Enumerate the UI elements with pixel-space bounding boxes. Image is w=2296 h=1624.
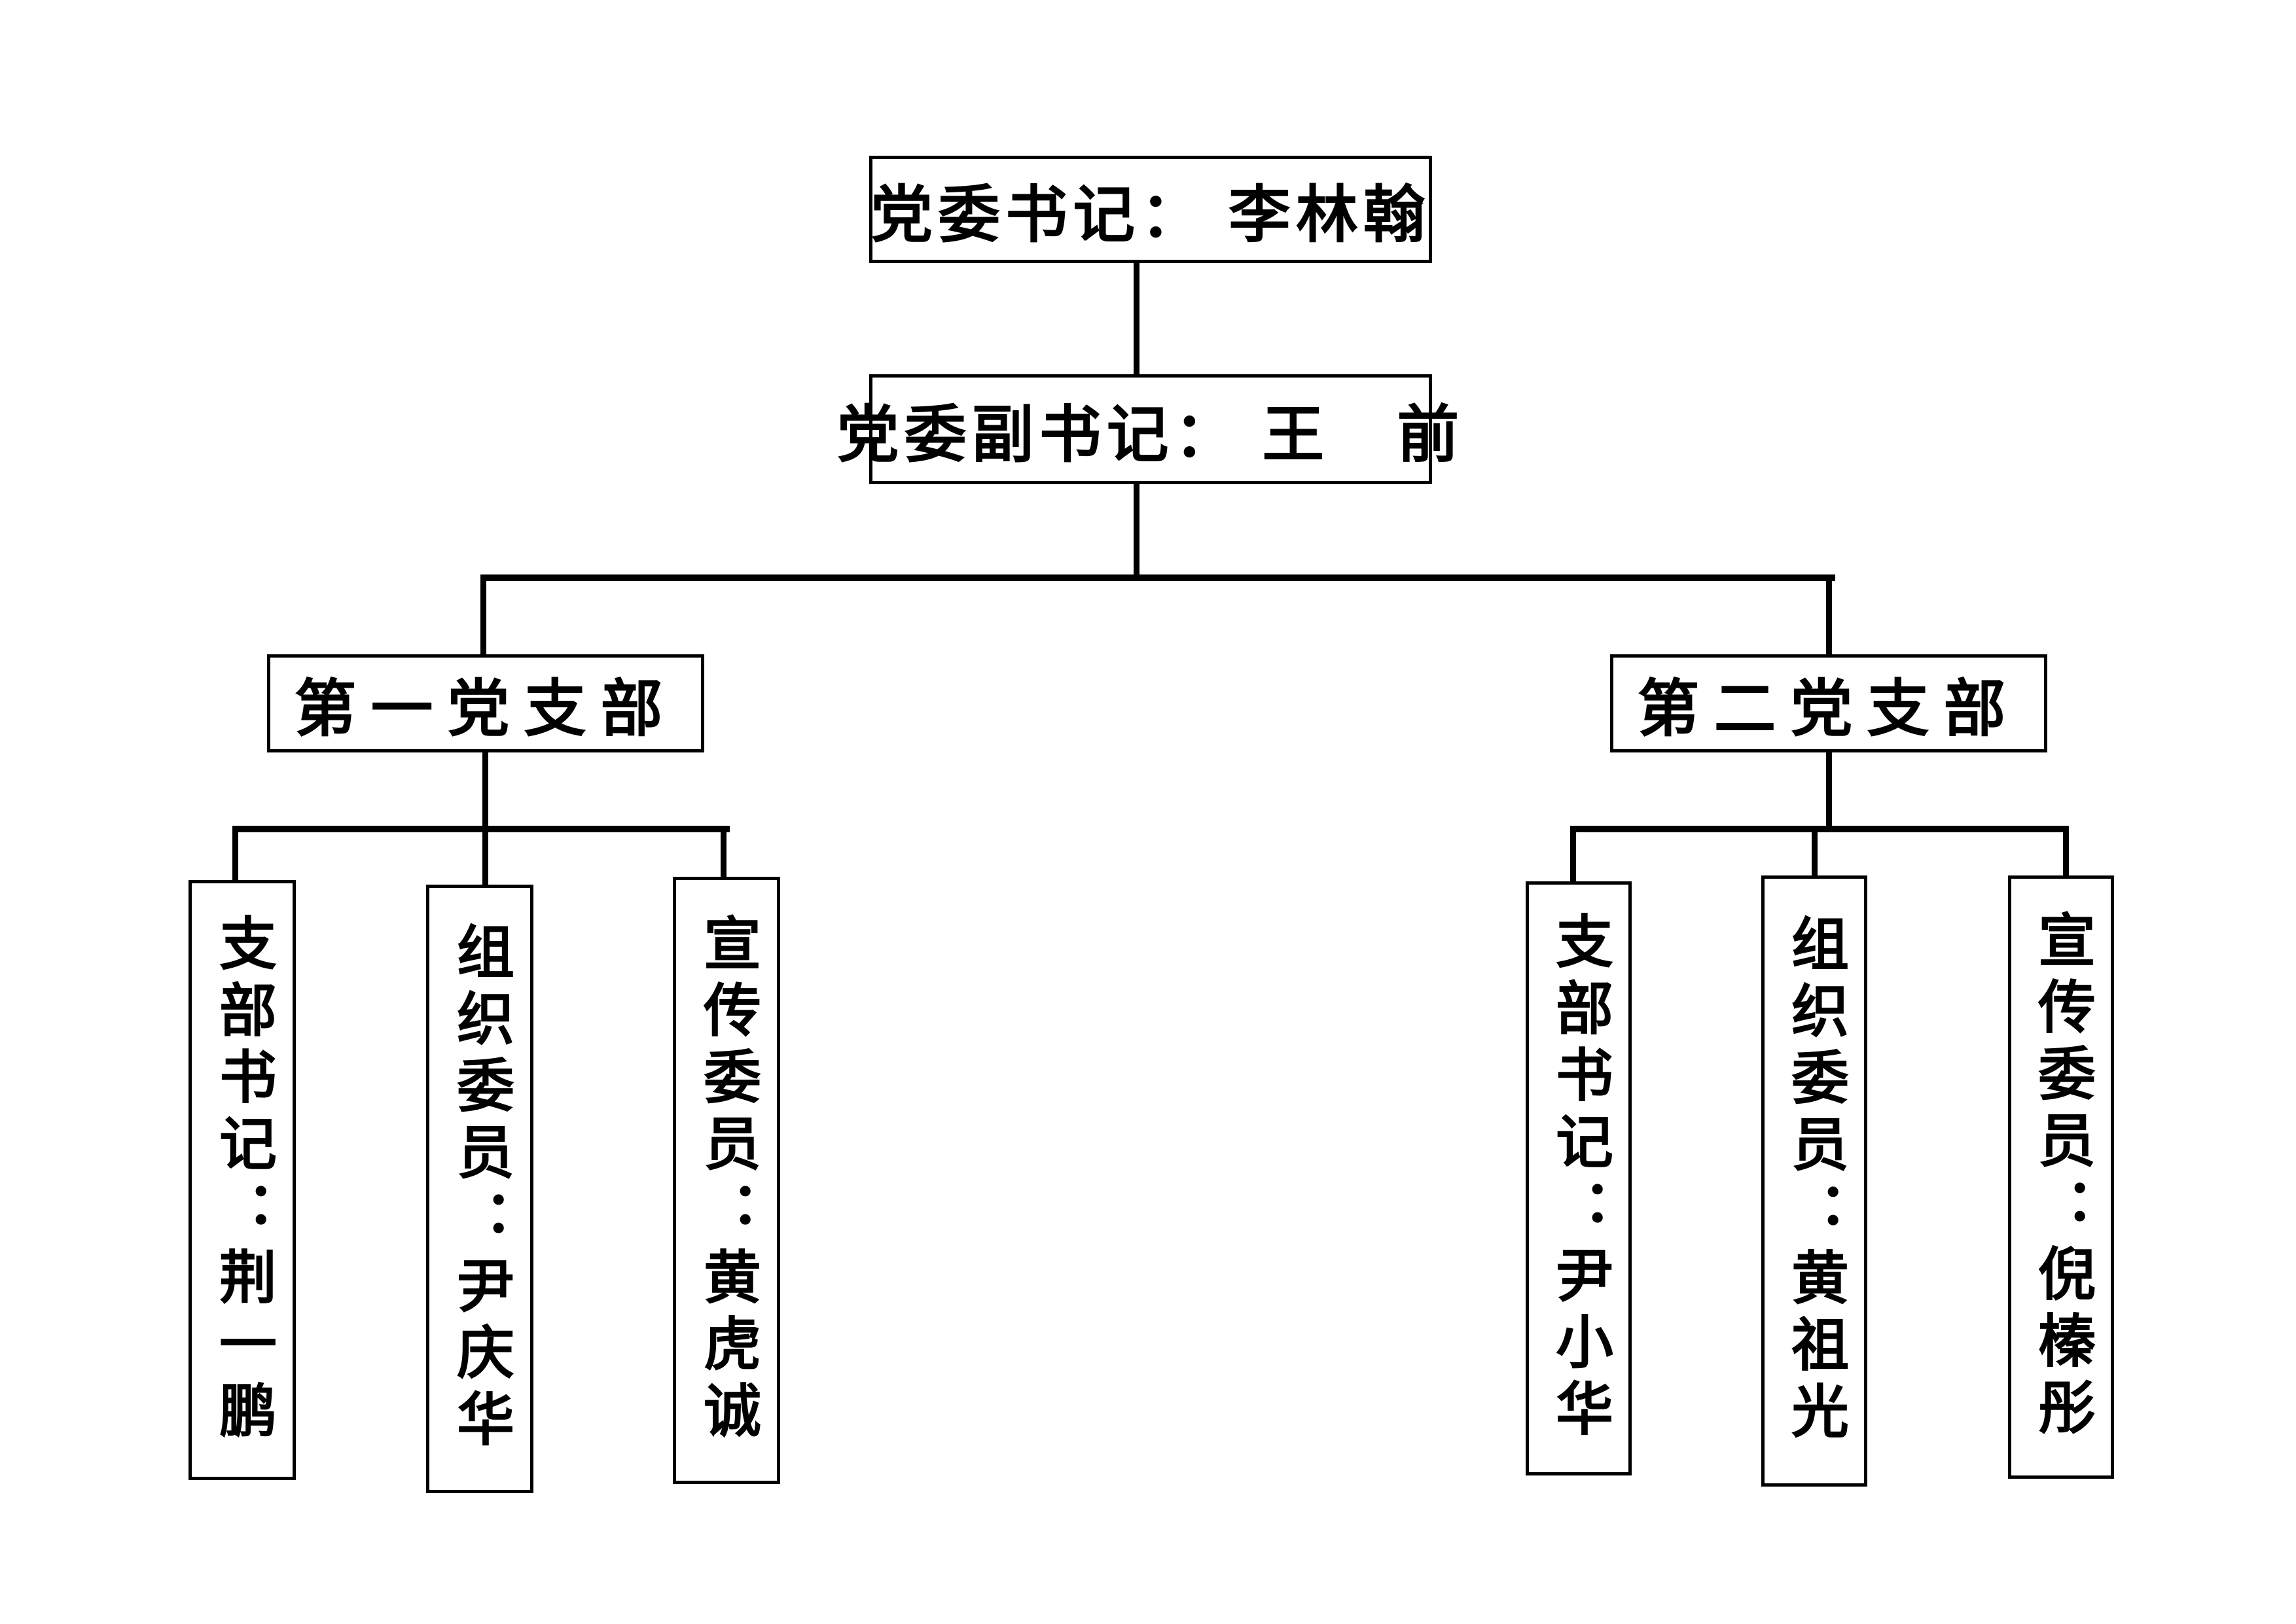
connector-branch-2-to-members-bar bbox=[1826, 751, 1832, 831]
branch-1-members-bar bbox=[232, 826, 730, 832]
connector-bar-to-branch-1 bbox=[480, 574, 486, 657]
connector-branch-1-to-members-bar bbox=[482, 751, 488, 831]
org-box-branch-1-organization-member: 组织委员：尹庆华 bbox=[426, 885, 533, 1493]
connector-branch-2-member-2 bbox=[1812, 826, 1818, 879]
org-box-branch-2-propaganda-member: 宣传委员：倪榛彤 bbox=[2008, 875, 2114, 1479]
connector-secretary-to-deputy bbox=[1134, 262, 1139, 377]
org-box-branch-1: 第一党支部 bbox=[267, 654, 704, 752]
connector-branch-1-member-3 bbox=[721, 826, 726, 880]
org-box-party-secretary: 党委书记： 李林翰 bbox=[869, 156, 1432, 263]
org-box-branch-1-secretary: 支部书记：荆一鹏 bbox=[188, 880, 296, 1480]
connector-branch-1-member-1 bbox=[232, 826, 238, 883]
branch-2-members-bar bbox=[1570, 826, 2069, 832]
org-box-branch-2: 第二党支部 bbox=[1610, 654, 2047, 752]
connector-bar-to-branch-2 bbox=[1826, 574, 1832, 657]
org-box-deputy-party-secretary: 党委副书记： 王 前 bbox=[837, 374, 1459, 484]
connector-branch-1-member-2 bbox=[482, 826, 488, 888]
connector-branch-2-member-1 bbox=[1570, 826, 1576, 885]
org-box-branch-2-organization-member: 组织委员：黄祖光 bbox=[1761, 875, 1867, 1487]
connector-deputy-to-branch-bar bbox=[1134, 483, 1139, 580]
branch-distribution-bar bbox=[480, 574, 1835, 581]
connector-branch-2-member-3 bbox=[2063, 826, 2069, 879]
org-box-branch-2-secretary: 支部书记：尹小华 bbox=[1526, 881, 1632, 1475]
org-box-branch-1-propaganda-member: 宣传委员：黄虎诚 bbox=[673, 877, 780, 1484]
